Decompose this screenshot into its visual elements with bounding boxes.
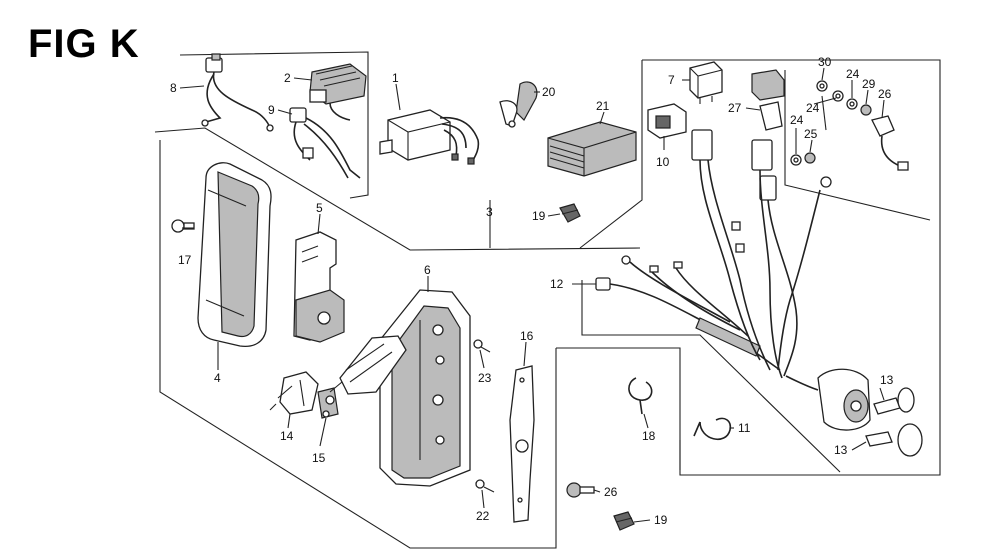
part-panel-6: [339, 289, 471, 487]
part-key-13-lower: [865, 423, 923, 457]
callout-27: 27: [728, 101, 742, 115]
part-strip-16: [509, 365, 535, 523]
part-terminal-28: [871, 115, 909, 171]
part-relay-7: [689, 61, 723, 104]
callout-8: 8: [170, 81, 177, 95]
part-switch-15: [317, 381, 343, 419]
part-clip-19-lower: [613, 511, 635, 531]
callout-28: 26: [878, 87, 892, 101]
callout-labels: 8 2 9 1 20 21 19 3 17 4 5 6 14 15 23 16 …: [170, 55, 894, 527]
part-clamp-20: [499, 81, 538, 128]
callout-24-b: 24: [846, 67, 860, 81]
callout-16: 16: [520, 329, 534, 343]
callout-14: 14: [280, 429, 294, 443]
part-bolt-26-lower: [566, 482, 595, 498]
callout-30: 30: [818, 55, 832, 69]
part-relay-10: [647, 103, 687, 139]
part-manual-21: [547, 121, 637, 177]
part-nut-29: [860, 104, 872, 116]
part-bracket-5: [293, 231, 345, 343]
part-wire-9: [289, 107, 361, 179]
callout-26-lower: 26: [604, 485, 618, 499]
callout-13-lower: 13: [834, 443, 848, 457]
part-regulator-2: [309, 63, 367, 121]
callout-3: 3: [486, 205, 493, 219]
part-switch-14: [269, 371, 319, 415]
callout-21: 21: [596, 99, 610, 113]
part-wire-harness-12: [595, 255, 781, 371]
callout-1: 1: [392, 71, 399, 85]
callout-22: 22: [476, 509, 490, 523]
callout-19-top: 19: [532, 209, 546, 223]
part-wire-8: [201, 53, 274, 132]
part-screw-22: [475, 479, 495, 493]
callout-29: 29: [862, 77, 876, 91]
part-key-13-upper: [873, 387, 915, 415]
part-cover-4: [197, 162, 272, 348]
callout-24-c: 24: [790, 113, 804, 127]
callout-17: 17: [178, 253, 192, 267]
callout-23: 23: [478, 371, 492, 385]
callout-5: 5: [316, 201, 323, 215]
part-fuse-holder-27: [751, 69, 785, 131]
part-screw-17: [171, 219, 195, 233]
part-clip-19-top: [559, 203, 581, 223]
figure-title: FIG K: [28, 22, 140, 66]
callout-9: 9: [268, 103, 275, 117]
callout-13-upper: 13: [880, 373, 894, 387]
callout-19-lower: 19: [654, 513, 668, 527]
part-nut-25: [804, 152, 816, 164]
callout-10: 10: [656, 155, 670, 169]
callout-2: 2: [284, 71, 291, 85]
part-control-unit-1: [379, 109, 480, 165]
callout-6: 6: [424, 263, 431, 277]
leader-lines: [179, 67, 885, 523]
part-band-18: [628, 377, 653, 415]
callout-18: 18: [642, 429, 656, 443]
callout-11: 11: [738, 421, 751, 435]
callout-4: 4: [214, 371, 221, 385]
part-harness-upper: [691, 129, 832, 379]
callout-15: 15: [312, 451, 326, 465]
callout-20: 20: [542, 85, 556, 99]
callout-12: 12: [550, 277, 564, 291]
callout-24-a: 24: [806, 101, 820, 115]
part-screw-23: [473, 339, 491, 353]
group-boundaries: [154, 51, 941, 549]
part-band-11: [693, 417, 732, 441]
part-washer-24: [790, 90, 858, 166]
callout-7: 7: [668, 73, 675, 87]
part-ignition-switch: [785, 368, 871, 431]
callout-25: 25: [804, 127, 818, 141]
